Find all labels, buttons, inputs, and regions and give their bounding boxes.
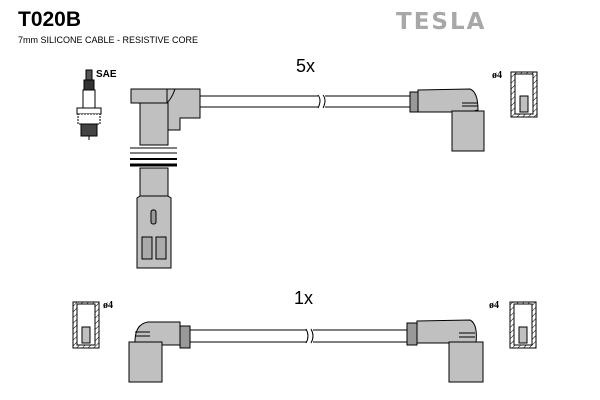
terminal-cross-section-bottom-left: [72, 301, 100, 349]
top-quantity: 5x: [296, 56, 316, 76]
bottom-right-boot: [406, 319, 484, 383]
terminal-cross-section-bottom-right: [509, 301, 537, 349]
brand-logo: TESLA: [396, 9, 487, 35]
spark-plug-icon: [76, 69, 102, 140]
plug-type-label: SAE: [96, 69, 117, 80]
top-diameter-label: ø4: [492, 70, 502, 81]
plug-boot-straight: [130, 88, 201, 269]
bottom-left-boot: [128, 321, 191, 383]
bottom-cable: [190, 328, 407, 344]
bottom-quantity: 1x: [294, 288, 314, 308]
terminal-cross-section-top: [510, 71, 538, 118]
top-right-boot: [409, 88, 485, 152]
cable-description: 7mm SILICONE CABLE - RESISTIVE CORE: [18, 35, 199, 45]
bottom-left-diameter-label: ø4: [103, 300, 113, 311]
top-cable: [200, 94, 410, 109]
bottom-right-diameter-label: ø4: [489, 300, 499, 311]
part-number: T020B: [18, 8, 82, 31]
